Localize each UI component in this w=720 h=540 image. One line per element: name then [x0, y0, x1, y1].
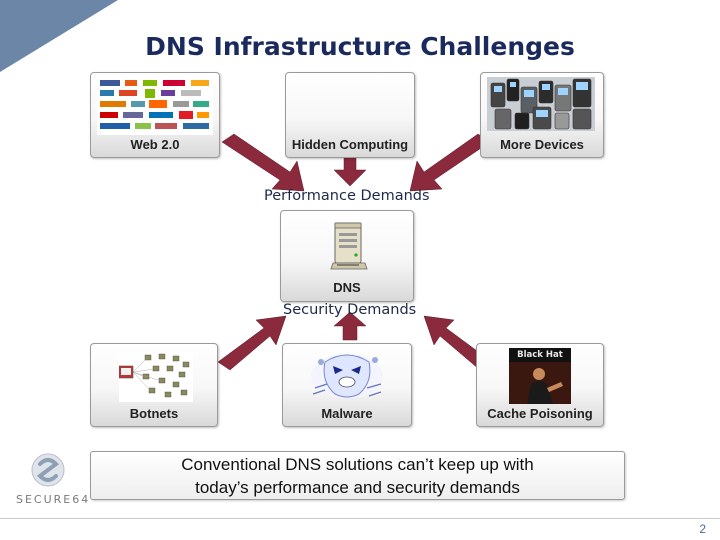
arrow-web-to-performance [221, 133, 305, 192]
dns-box: DNS [280, 210, 414, 302]
black-hat-text: Black Hat [517, 350, 563, 360]
slide-title: DNS Infrastructure Challenges [145, 32, 575, 61]
web20-box: Web 2.0 [90, 72, 220, 158]
dns-caption: DNS [333, 280, 361, 295]
arrow-devices-to-performance [409, 133, 491, 192]
server-icon [330, 222, 368, 270]
security-demands-label: Security Demands [283, 302, 417, 318]
botnets-image [119, 352, 193, 402]
cache-poisoning-caption: Cache Poisoning [487, 406, 593, 421]
arrow-botnets-to-security [217, 315, 287, 371]
hidden-computing-box: Hidden Computing [285, 72, 415, 158]
arrow-hidden-to-performance [333, 155, 367, 187]
arrow-cache-to-security [423, 315, 493, 371]
performance-demands-label: Performance Demands [264, 188, 430, 204]
web20-logos-image [97, 77, 213, 135]
web20-caption: Web 2.0 [130, 137, 180, 152]
botnets-box: Botnets [90, 343, 218, 427]
black-hat-image: Black Hat [509, 348, 571, 404]
hidden-computing-caption: Hidden Computing [291, 137, 409, 152]
malware-box: Malware [282, 343, 412, 427]
botnets-caption: Botnets [129, 406, 179, 421]
malware-image [311, 354, 383, 398]
secure64-logo-icon [31, 453, 65, 487]
malware-caption: Malware [321, 406, 373, 421]
more-devices-caption: More Devices [500, 137, 584, 152]
conclusion-box: Conventional DNS solutions can’t keep up… [90, 451, 625, 500]
more-devices-box: More Devices [480, 72, 604, 158]
conclusion-line-2: today’s performance and security demands [195, 478, 520, 497]
secure64-logo-text: SECURE64 [16, 493, 91, 506]
devices-image [487, 77, 595, 131]
cache-poisoning-box: Black Hat Cache Poisoning [476, 343, 604, 427]
conclusion-line-1: Conventional DNS solutions can’t keep up… [181, 455, 534, 474]
page-number: 2 [699, 522, 706, 536]
corner-accent [0, 0, 118, 72]
footer-divider [0, 518, 720, 519]
arrow-malware-to-security [333, 311, 367, 341]
